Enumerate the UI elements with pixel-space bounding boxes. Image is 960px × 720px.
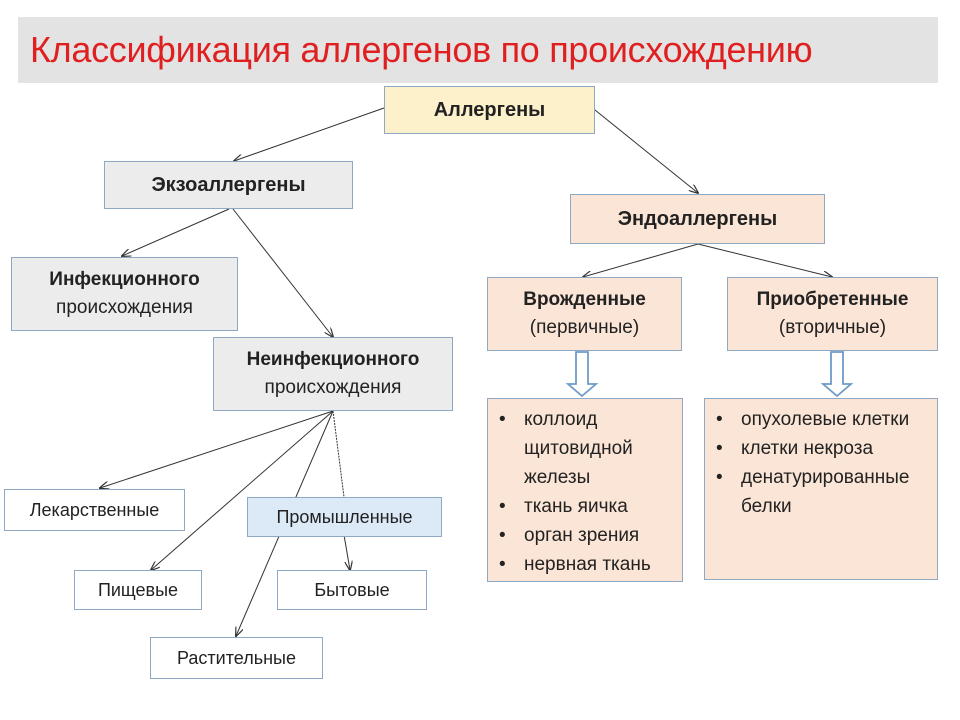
node-congenital: Врожденные (первичные) [487,277,682,351]
arrow-exo-noninfectious [232,208,333,337]
node-noninfectious-line1: Неинфекционного [246,348,420,370]
node-infectious-line2: происхождения [56,297,193,318]
node-noninfectious-line2: происхождения [264,377,402,398]
node-acquired: Приобретенные (вторичные) [727,277,938,351]
node-acquired-line1: Приобретенные [756,288,909,310]
page-title: Классификация аллергенов по происхождени… [30,29,813,70]
arrow-root-exo [234,107,385,161]
list-item: нервная ткань [496,550,674,579]
list-item: клетки некроза [713,434,929,463]
node-acquired-line2: (вторичные) [778,317,887,338]
node-infectious: Инфекционного происхождения [11,257,238,331]
node-infectious-line1: Инфекционного [49,268,200,290]
list-item: коллоид щитовидной железы [496,405,674,492]
node-industrial: Промышленные [247,497,442,537]
node-exoallergens: Экзоаллергены [104,161,353,209]
arrow-industrial-household [343,534,350,570]
arrow-endo-acquired [697,243,832,277]
title-bar: Классификация аллергенов по происхождени… [18,17,938,83]
list-item: денатурированные белки [713,463,929,521]
down-arrow-congenital [565,351,599,398]
arrow-noninf-medicinal [100,410,334,488]
arrow-noninf-food [151,410,334,570]
node-allergens: Аллергены [384,86,595,134]
node-congenital-line2: (первичные) [529,317,640,338]
node-food-label: Пищевые [97,579,179,600]
line-noninf-industrial [332,410,345,498]
list-item: опухолевые клетки [713,405,929,434]
node-allergens-label: Аллергены [433,99,546,121]
node-endoallergens-label: Эндоаллергены [617,208,778,230]
arrow-endo-congenital [583,243,699,277]
list-item: ткань яичка [496,492,674,521]
node-medicinal-label: Лекарственные [29,499,160,520]
node-noninfectious: Неинфекционного происхождения [213,337,453,411]
list-item: орган зрения [496,521,674,550]
node-congenital-line1: Врожденные [523,288,646,310]
node-plant: Растительные [150,637,323,679]
node-household-label: Бытовые [314,579,390,600]
congenital-list: коллоид щитовидной железы ткань яичка ор… [487,398,683,582]
node-endoallergens: Эндоаллергены [570,194,825,244]
node-food: Пищевые [74,570,202,610]
arrow-exo-infectious [122,208,230,256]
node-exoallergens-label: Экзоаллергены [151,174,306,196]
node-medicinal: Лекарственные [4,489,185,531]
node-plant-label: Растительные [177,647,296,668]
down-arrow-acquired [820,351,854,398]
node-household: Бытовые [277,570,427,610]
acquired-list: опухолевые клетки клетки некроза денатур… [704,398,938,580]
arrow-root-endo [594,109,698,193]
node-industrial-label: Промышленные [276,506,413,527]
